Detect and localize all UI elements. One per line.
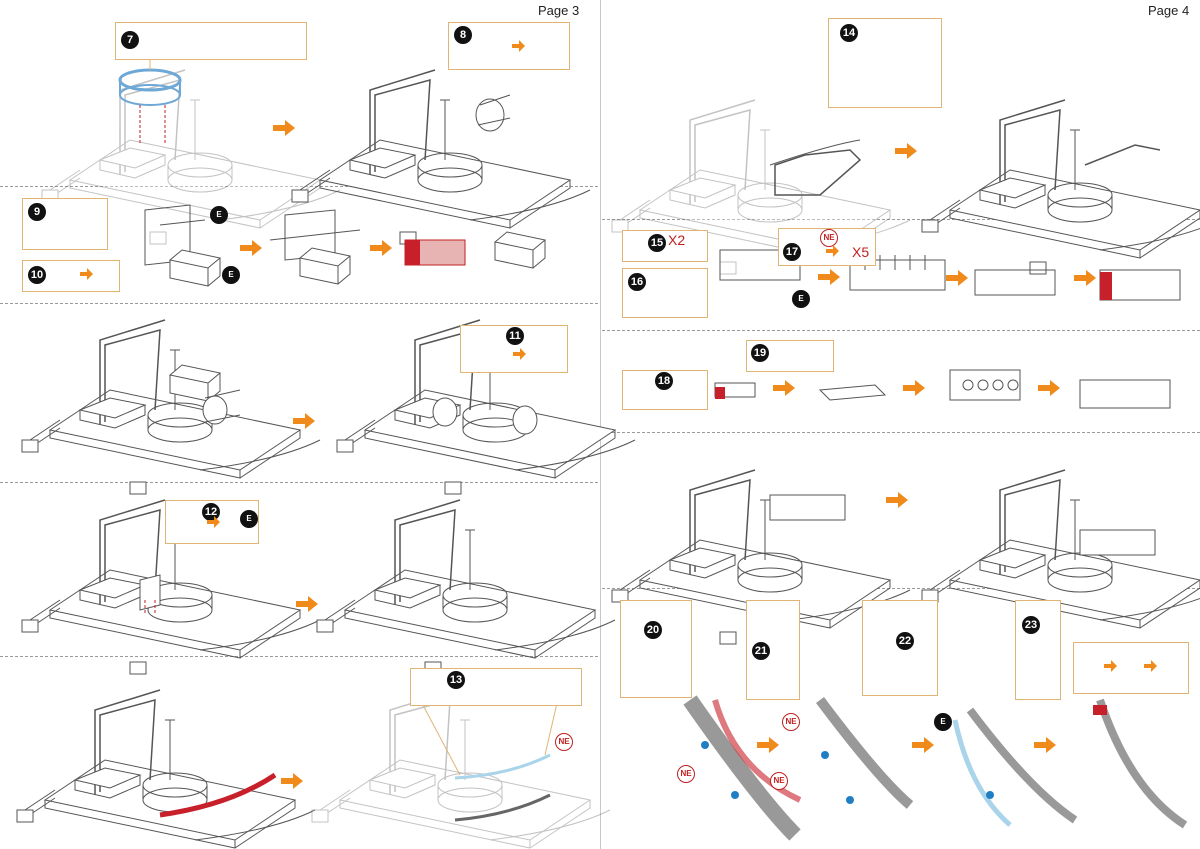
marker-ne: NE (677, 765, 695, 783)
marker-e: E (934, 713, 952, 731)
step-badge-10: 10 (28, 266, 46, 284)
step-badge-14: 14 (840, 24, 858, 42)
step-badge-19: 19 (751, 344, 769, 362)
marker-e: E (222, 266, 240, 284)
step-badge-17: 17 (783, 243, 801, 261)
step-badge-11: 11 (506, 327, 524, 345)
callout-step-7 (115, 22, 307, 60)
step-badge-8: 8 (454, 26, 472, 44)
callout-step-13 (410, 668, 582, 706)
step-badge-18: 18 (655, 372, 673, 390)
marker-ne: NE (820, 229, 838, 247)
callout-step-20 (620, 600, 692, 698)
step-badge-23: 23 (1022, 616, 1040, 634)
section-divider (0, 656, 598, 657)
section-divider (0, 303, 598, 304)
step-badge-15: 15 (648, 234, 666, 252)
marker-e: E (240, 510, 258, 528)
step-badge-20: 20 (644, 621, 662, 639)
section-divider (602, 219, 1200, 220)
quantity-label-x2: X2 (668, 232, 686, 248)
marker-e: E (210, 206, 228, 224)
step-badge-22: 22 (896, 632, 914, 650)
section-divider (602, 588, 1200, 589)
callout-step-18 (622, 370, 708, 410)
step-badge-7: 7 (121, 31, 139, 49)
marker-ne: NE (770, 772, 788, 790)
marker-e: E (792, 290, 810, 308)
step-badge-21: 21 (752, 642, 770, 660)
step-badge-9: 9 (28, 203, 46, 221)
callout-step-16 (622, 268, 708, 318)
marker-ne: NE (782, 713, 800, 731)
step-badge-16: 16 (628, 273, 646, 291)
page-number-right: Page 4 (1148, 3, 1190, 18)
section-divider (602, 432, 1200, 433)
page-divider (600, 0, 601, 849)
callout-detail (1073, 642, 1189, 694)
section-divider (0, 482, 598, 483)
callout-step-15 (622, 230, 708, 262)
marker-ne: NE (555, 733, 573, 751)
callout-step-23 (1015, 600, 1061, 700)
quantity-label-x5: X5 (852, 244, 870, 260)
step-badge-13: 13 (447, 671, 465, 689)
section-divider (602, 330, 1200, 331)
page-number-left: Page 3 (538, 3, 580, 18)
